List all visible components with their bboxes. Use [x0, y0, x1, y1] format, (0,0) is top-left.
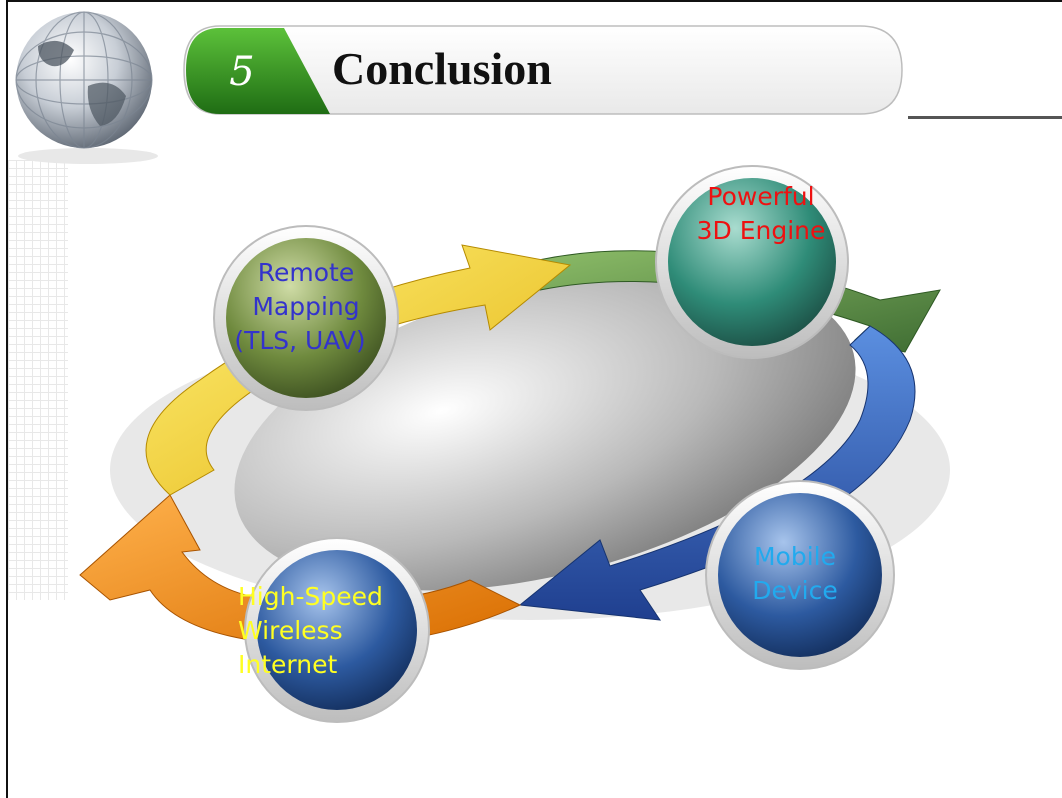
- node-label-line: Mapping: [252, 292, 360, 321]
- background-grid-decoration: [8, 160, 68, 600]
- cycle-arrow-yellow: [145, 244, 572, 496]
- node-label-mobile-device: Mobile Device: [720, 540, 870, 608]
- node-label-line: Internet: [238, 650, 338, 679]
- cycle-arrow-green: [498, 250, 941, 353]
- title-banner: [183, 25, 903, 115]
- header-rule: [908, 116, 1062, 119]
- slide-frame-top: [6, 0, 1062, 2]
- node-ball-engine: [655, 165, 849, 359]
- node-ball-wireless: [244, 537, 430, 723]
- node-label-line: Device: [752, 576, 838, 605]
- node-label-line: Mobile: [753, 542, 836, 571]
- node-label-remote-mapping: Remote Mapping (TLS, UAV): [222, 256, 390, 358]
- slide-title: Conclusion: [332, 43, 552, 94]
- section-number: 5: [229, 49, 255, 95]
- slide-frame-left: [6, 0, 8, 798]
- node-label-wireless-internet: High-Speed Wireless Internet: [238, 580, 458, 682]
- node-ball-mobile: [705, 480, 895, 670]
- node-label-3d-engine: Powerful 3D Engine: [666, 180, 856, 248]
- node-label-line: 3D Engine: [696, 216, 826, 245]
- node-label-line: Powerful: [707, 182, 815, 211]
- node-label-line: Wireless: [238, 616, 343, 645]
- node-ball-remote: [213, 225, 399, 411]
- node-label-line: Remote: [257, 258, 355, 287]
- node-label-line: (TLS, UAV): [234, 326, 366, 355]
- globe-icon: [15, 11, 158, 164]
- node-label-line: High-Speed: [238, 582, 383, 611]
